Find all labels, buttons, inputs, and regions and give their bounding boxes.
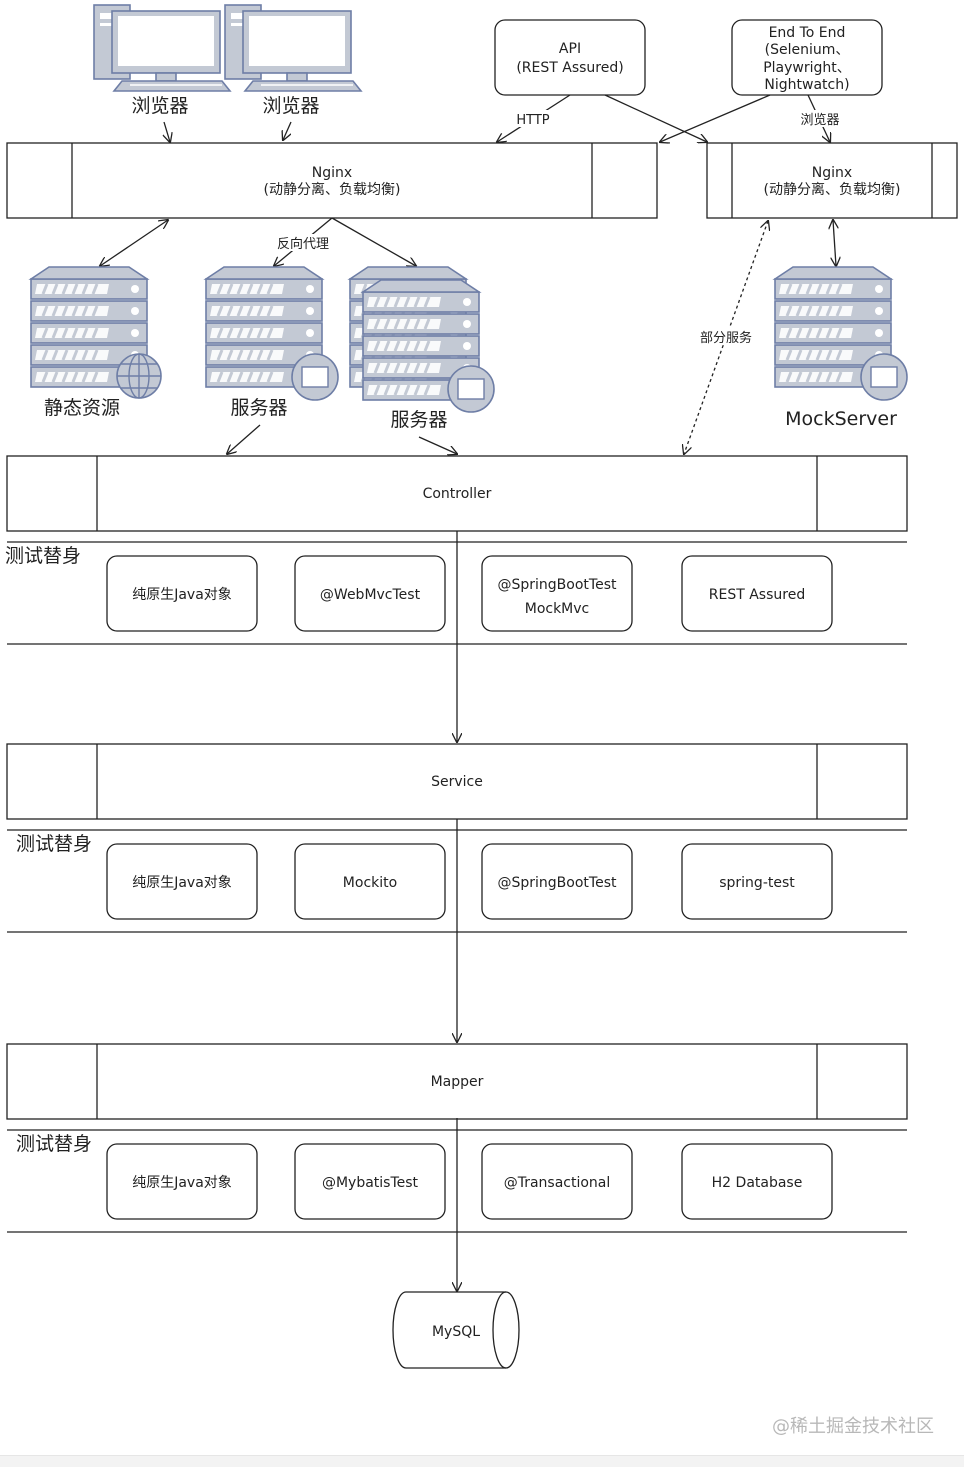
test-double-box: Mockito [294, 843, 446, 920]
layer-box [6, 455, 908, 532]
test-double-label: REST Assured [709, 587, 805, 603]
test-double-box: 纯原生Java对象 [106, 1143, 258, 1220]
reverse-proxy-label: 反向代理 [277, 236, 329, 252]
server-2-to-controller-arrow [418, 436, 457, 454]
app-server-2: 服务器 [348, 265, 495, 431]
page-footer-strip [0, 1455, 964, 1467]
browser-1: 浏览器 [93, 4, 231, 117]
monitor-icon [860, 353, 908, 401]
nginx-mock-subtitle: (动静分离、负载均衡) [764, 181, 901, 198]
test-double-box: spring-test [681, 843, 833, 920]
app-server-1: 服务器 [204, 265, 339, 419]
nginx-main-title: Nginx [312, 165, 352, 181]
api-box-line-2: (REST Assured) [516, 60, 623, 76]
desktop-computer-icon [224, 4, 362, 92]
test-double-label: @Transactional [504, 1175, 611, 1191]
mysql-label: MySQL [432, 1324, 480, 1340]
layer-title: Service [431, 774, 483, 790]
test-double-label: MockMvc [525, 601, 590, 617]
test-double-box: @MybatisTest [294, 1143, 446, 1220]
test-doubles-label: 测试替身 [16, 1133, 92, 1155]
test-double-label: @SpringBootTest [498, 577, 617, 593]
test-double-box: @WebMvcTest [294, 555, 446, 632]
nginx-mock-title: Nginx [812, 165, 852, 181]
e2e-box: End To End (Selenium、 Playwright、 Nightw… [731, 19, 883, 96]
mock-server: MockServer [773, 265, 908, 430]
test-double-label: @SpringBootTest [498, 875, 617, 891]
monitor-icon [291, 353, 339, 401]
test-doubles-label: 测试替身 [16, 833, 92, 855]
test-double-box: 纯原生Java对象 [106, 843, 258, 920]
test-double-label: 纯原生Java对象 [132, 875, 232, 891]
proxy-to-server-2-arrow [331, 217, 416, 266]
e2e-box-line-4: Nightwatch) [764, 77, 849, 93]
mock-server-label: MockServer [785, 408, 897, 430]
watermark: @稀土掘金技术社区 [772, 1416, 934, 1437]
layer-stack: Controller测试替身纯原生Java对象@WebMvcTest@Sprin… [5, 455, 908, 1233]
browser-2-arrow [283, 121, 292, 140]
desktop-computer-icon [93, 4, 231, 92]
nginx-main-subtitle: (动静分离、负载均衡) [264, 181, 401, 198]
browser-1-arrow [164, 121, 170, 142]
browser-1-label: 浏览器 [131, 95, 188, 117]
test-doubles-label: 测试替身 [5, 545, 81, 567]
e2e-box-line-1: End To End [769, 25, 846, 41]
browser-2-label: 浏览器 [262, 95, 319, 117]
test-double-label: spring-test [719, 875, 795, 891]
layer-box [6, 1043, 908, 1120]
test-double-box: @SpringBootTest [481, 843, 633, 920]
test-double-box: @Transactional [481, 1143, 633, 1220]
test-double-label: 纯原生Java对象 [132, 1175, 232, 1191]
globe-icon [116, 353, 162, 399]
test-double-label: H2 Database [712, 1175, 803, 1191]
test-double-box: 纯原生Java对象 [106, 555, 258, 632]
test-double-label: 纯原生Java对象 [132, 587, 232, 603]
test-double-box: REST Assured [681, 555, 833, 632]
layer-box [6, 743, 908, 820]
mock-server-arrow [833, 220, 836, 266]
static-resource-label: 静态资源 [44, 397, 120, 419]
e2e-box-line-2: (Selenium、 [765, 42, 850, 58]
app-server-1-label: 服务器 [230, 397, 287, 419]
partial-service-label: 部分服务 [700, 330, 752, 346]
test-double-box: H2 Database [681, 1143, 833, 1220]
static-resource-server: 静态资源 [29, 265, 162, 419]
monitor-icon [447, 365, 495, 413]
api-box: API (REST Assured) [494, 19, 646, 96]
mysql-database: MySQL [392, 1291, 520, 1369]
test-double-label: @WebMvcTest [320, 587, 421, 603]
server-1-to-controller-arrow [227, 424, 261, 454]
e2e-to-nginx-arrow [660, 94, 771, 142]
test-double-label: Mockito [343, 875, 397, 891]
nginx-mock-box: Nginx (动静分离、负载均衡) [706, 142, 958, 219]
browser-2: 浏览器 [224, 4, 362, 117]
layer-title: Mapper [431, 1074, 484, 1090]
api-box-line-1: API [559, 41, 581, 57]
http-edge-label: HTTP [516, 113, 549, 128]
api-to-mock-nginx-arrow [604, 94, 707, 142]
browser-edge-label: 浏览器 [800, 112, 839, 128]
static-resource-arrow [100, 220, 168, 266]
partial-service-dashed-arrow [684, 221, 768, 454]
test-double-label: @MybatisTest [322, 1175, 419, 1191]
app-server-2-label: 服务器 [390, 409, 447, 431]
layer-title: Controller [423, 486, 492, 502]
nginx-main-box: Nginx (动静分离、负载均衡) [6, 142, 658, 219]
e2e-box-line-3: Playwright、 [763, 60, 851, 76]
